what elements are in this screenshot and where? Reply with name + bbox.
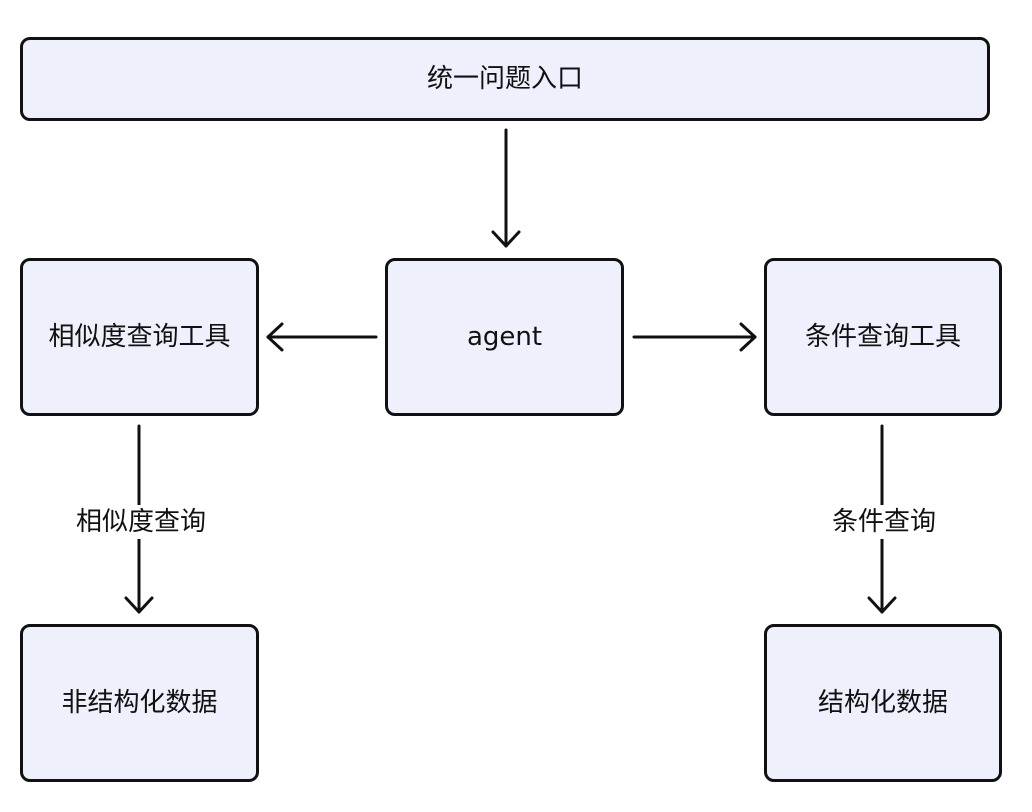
agent-node: agent (385, 258, 624, 416)
condition-query-edge-label: 条件查询 (818, 505, 950, 539)
structured-data-node: 结构化数据 (764, 624, 1002, 782)
entry-node: 统一问题入口 (20, 37, 990, 121)
structured-data-label: 结构化数据 (817, 688, 948, 718)
arrow-agent-to-condition-tool (632, 322, 757, 352)
similarity-tool-node: 相似度查询工具 (20, 258, 259, 416)
agent-label: agent (466, 322, 543, 352)
entry-node-label: 统一问题入口 (426, 64, 583, 94)
unstructured-data-node: 非结构化数据 (20, 624, 259, 782)
unstructured-data-label: 非结构化数据 (61, 688, 218, 718)
condition-tool-node: 条件查询工具 (764, 258, 1002, 416)
condition-tool-label: 条件查询工具 (804, 322, 961, 352)
similarity-tool-label: 相似度查询工具 (48, 322, 231, 352)
arrow-entry-to-agent (491, 128, 521, 248)
similarity-query-edge-label: 相似度查询 (62, 505, 220, 539)
arrow-agent-to-similarity-tool (266, 322, 378, 352)
